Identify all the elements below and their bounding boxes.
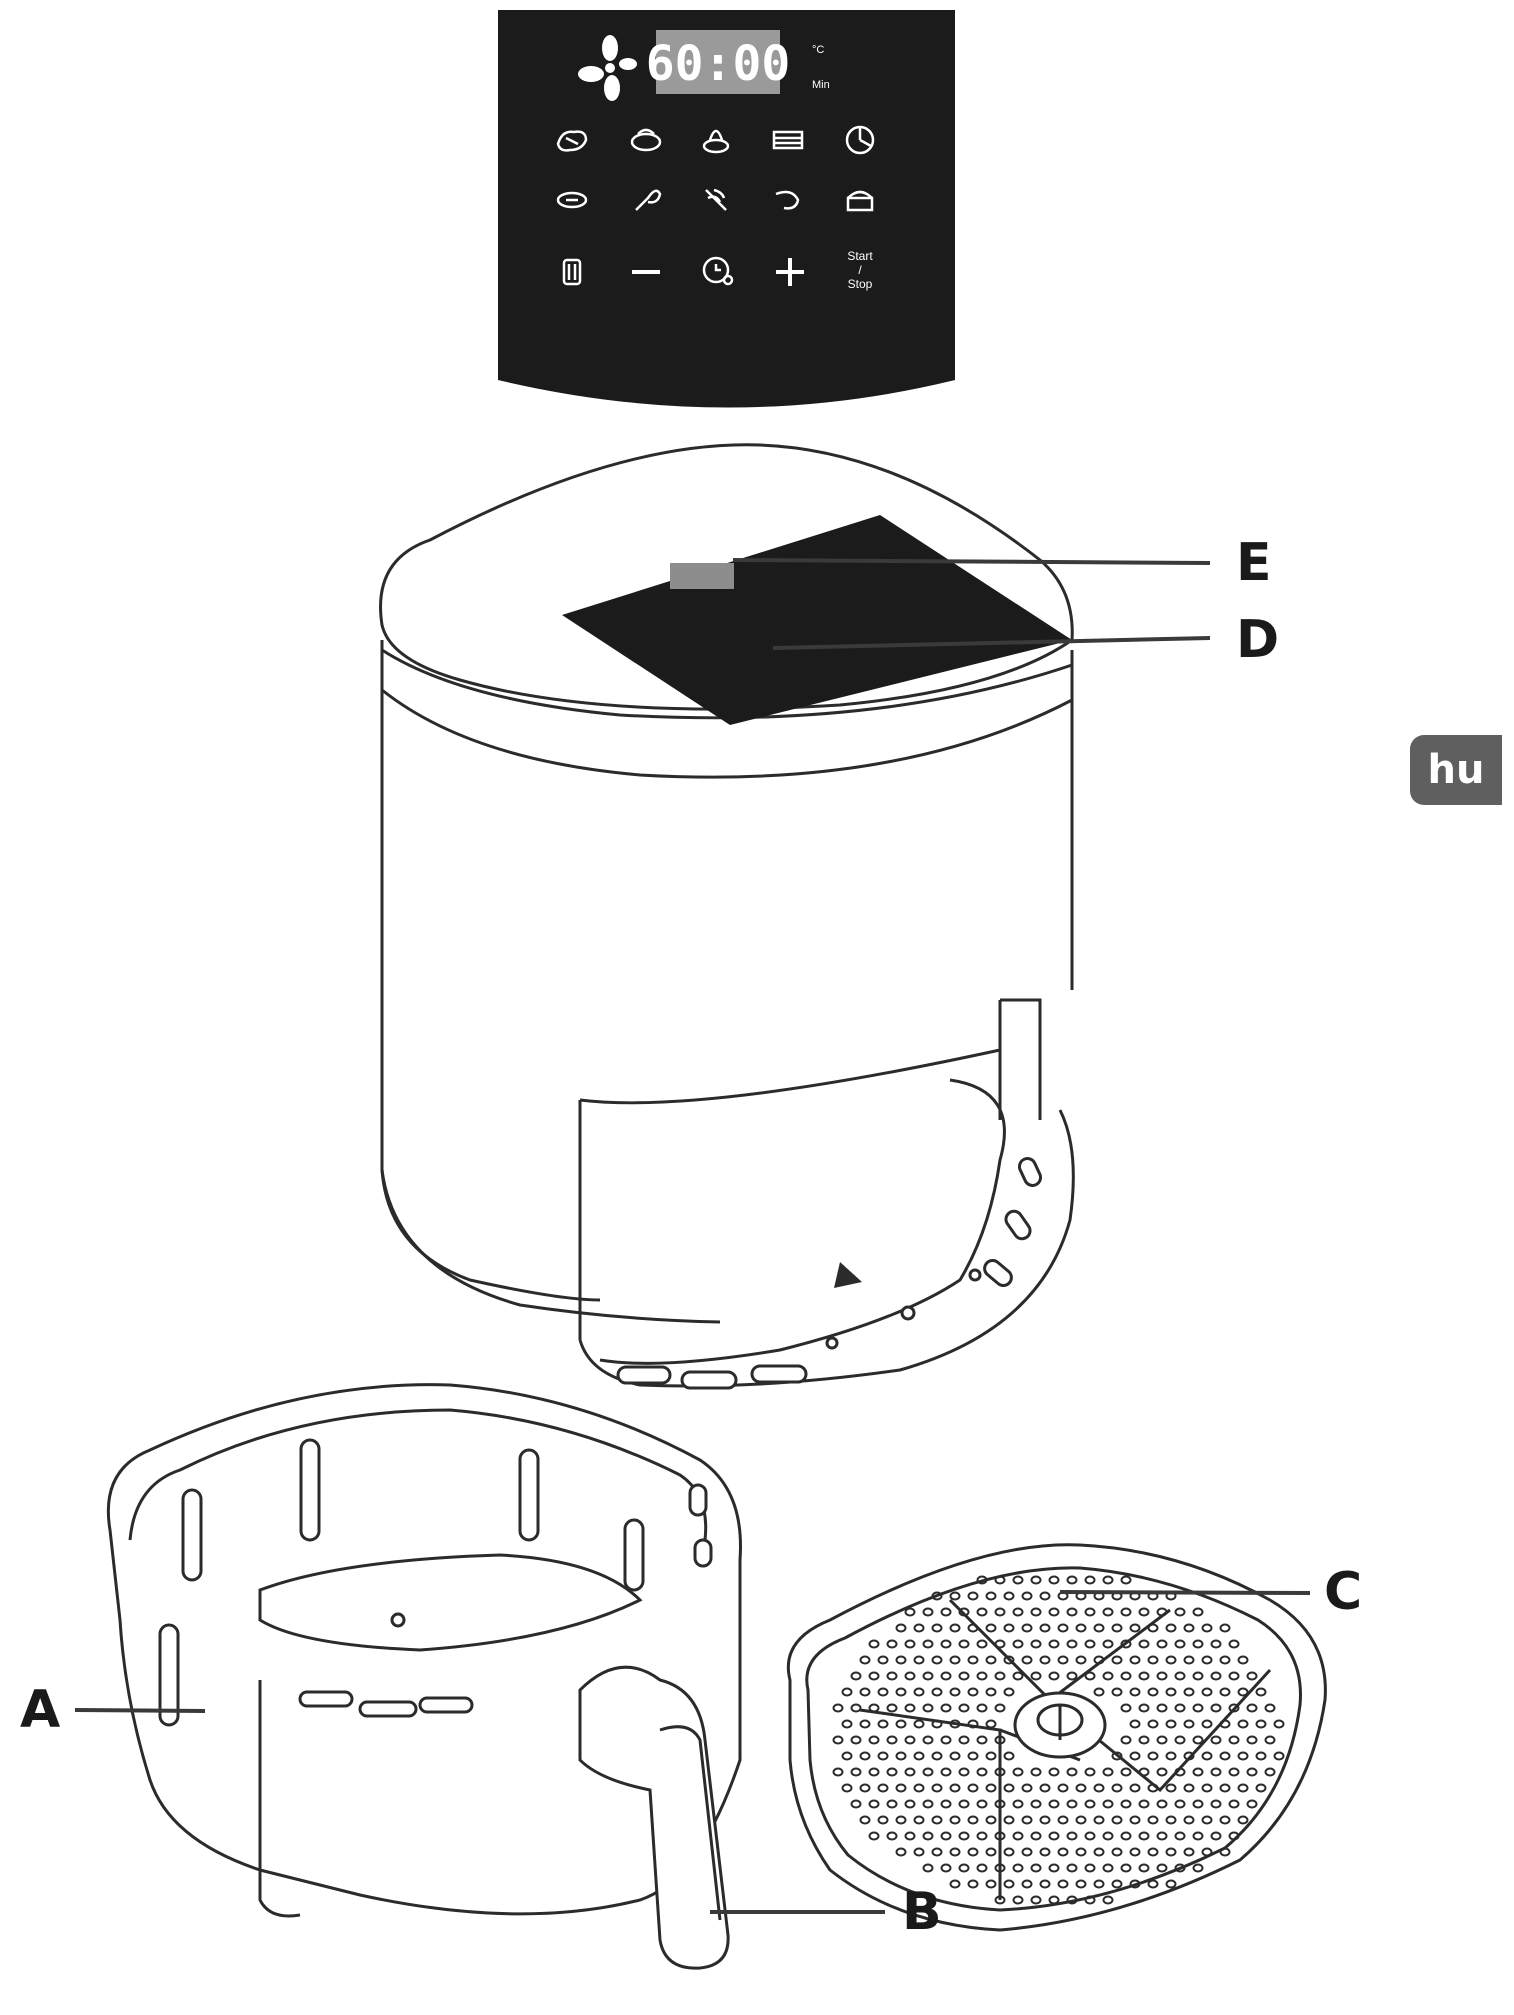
grill-plate — [786, 1543, 1327, 1932]
label-d: D — [1236, 610, 1280, 670]
warning-triangle-icon — [834, 1262, 862, 1288]
timer-icon — [702, 256, 734, 286]
vegetable-icon — [705, 188, 727, 211]
stop-label: Stop — [848, 277, 873, 291]
dessert-icon — [702, 129, 730, 154]
plus-icon — [776, 258, 804, 286]
sausage-icon — [556, 191, 588, 209]
shrimp-icon — [775, 190, 800, 210]
time-display-value: 60:00 — [646, 36, 791, 92]
callout-line-d — [772, 636, 1211, 650]
unit-min: Min — [812, 79, 830, 91]
chicken-icon — [630, 128, 662, 152]
lid-control-panel — [562, 515, 1072, 725]
language-tab: hu — [1410, 735, 1502, 805]
cake-icon — [846, 190, 874, 212]
fan-icon — [578, 35, 637, 101]
control-panel-inset: 60:00 °C Min — [498, 10, 955, 408]
time-display — [656, 30, 780, 94]
start-label: Start — [847, 249, 873, 263]
callout-line-a — [74, 1708, 206, 1713]
drumstick-icon — [635, 189, 662, 211]
air-fryer-body — [379, 443, 1075, 1390]
label-c: C — [1324, 1562, 1363, 1622]
bacon-icon — [772, 130, 804, 150]
basket-icon — [562, 258, 582, 286]
callout-line-e — [732, 558, 1211, 565]
slash-label: / — [858, 263, 862, 277]
label-e: E — [1236, 533, 1272, 593]
basket-drawer — [106, 1383, 742, 1970]
steak-icon — [556, 130, 588, 152]
label-b: B — [902, 1882, 942, 1942]
label-a: A — [20, 1680, 61, 1740]
callout-line-c — [1059, 1590, 1311, 1595]
pizza-icon — [845, 125, 875, 155]
grill-holes — [832, 1575, 1285, 1905]
unit-celsius: °C — [812, 44, 824, 56]
